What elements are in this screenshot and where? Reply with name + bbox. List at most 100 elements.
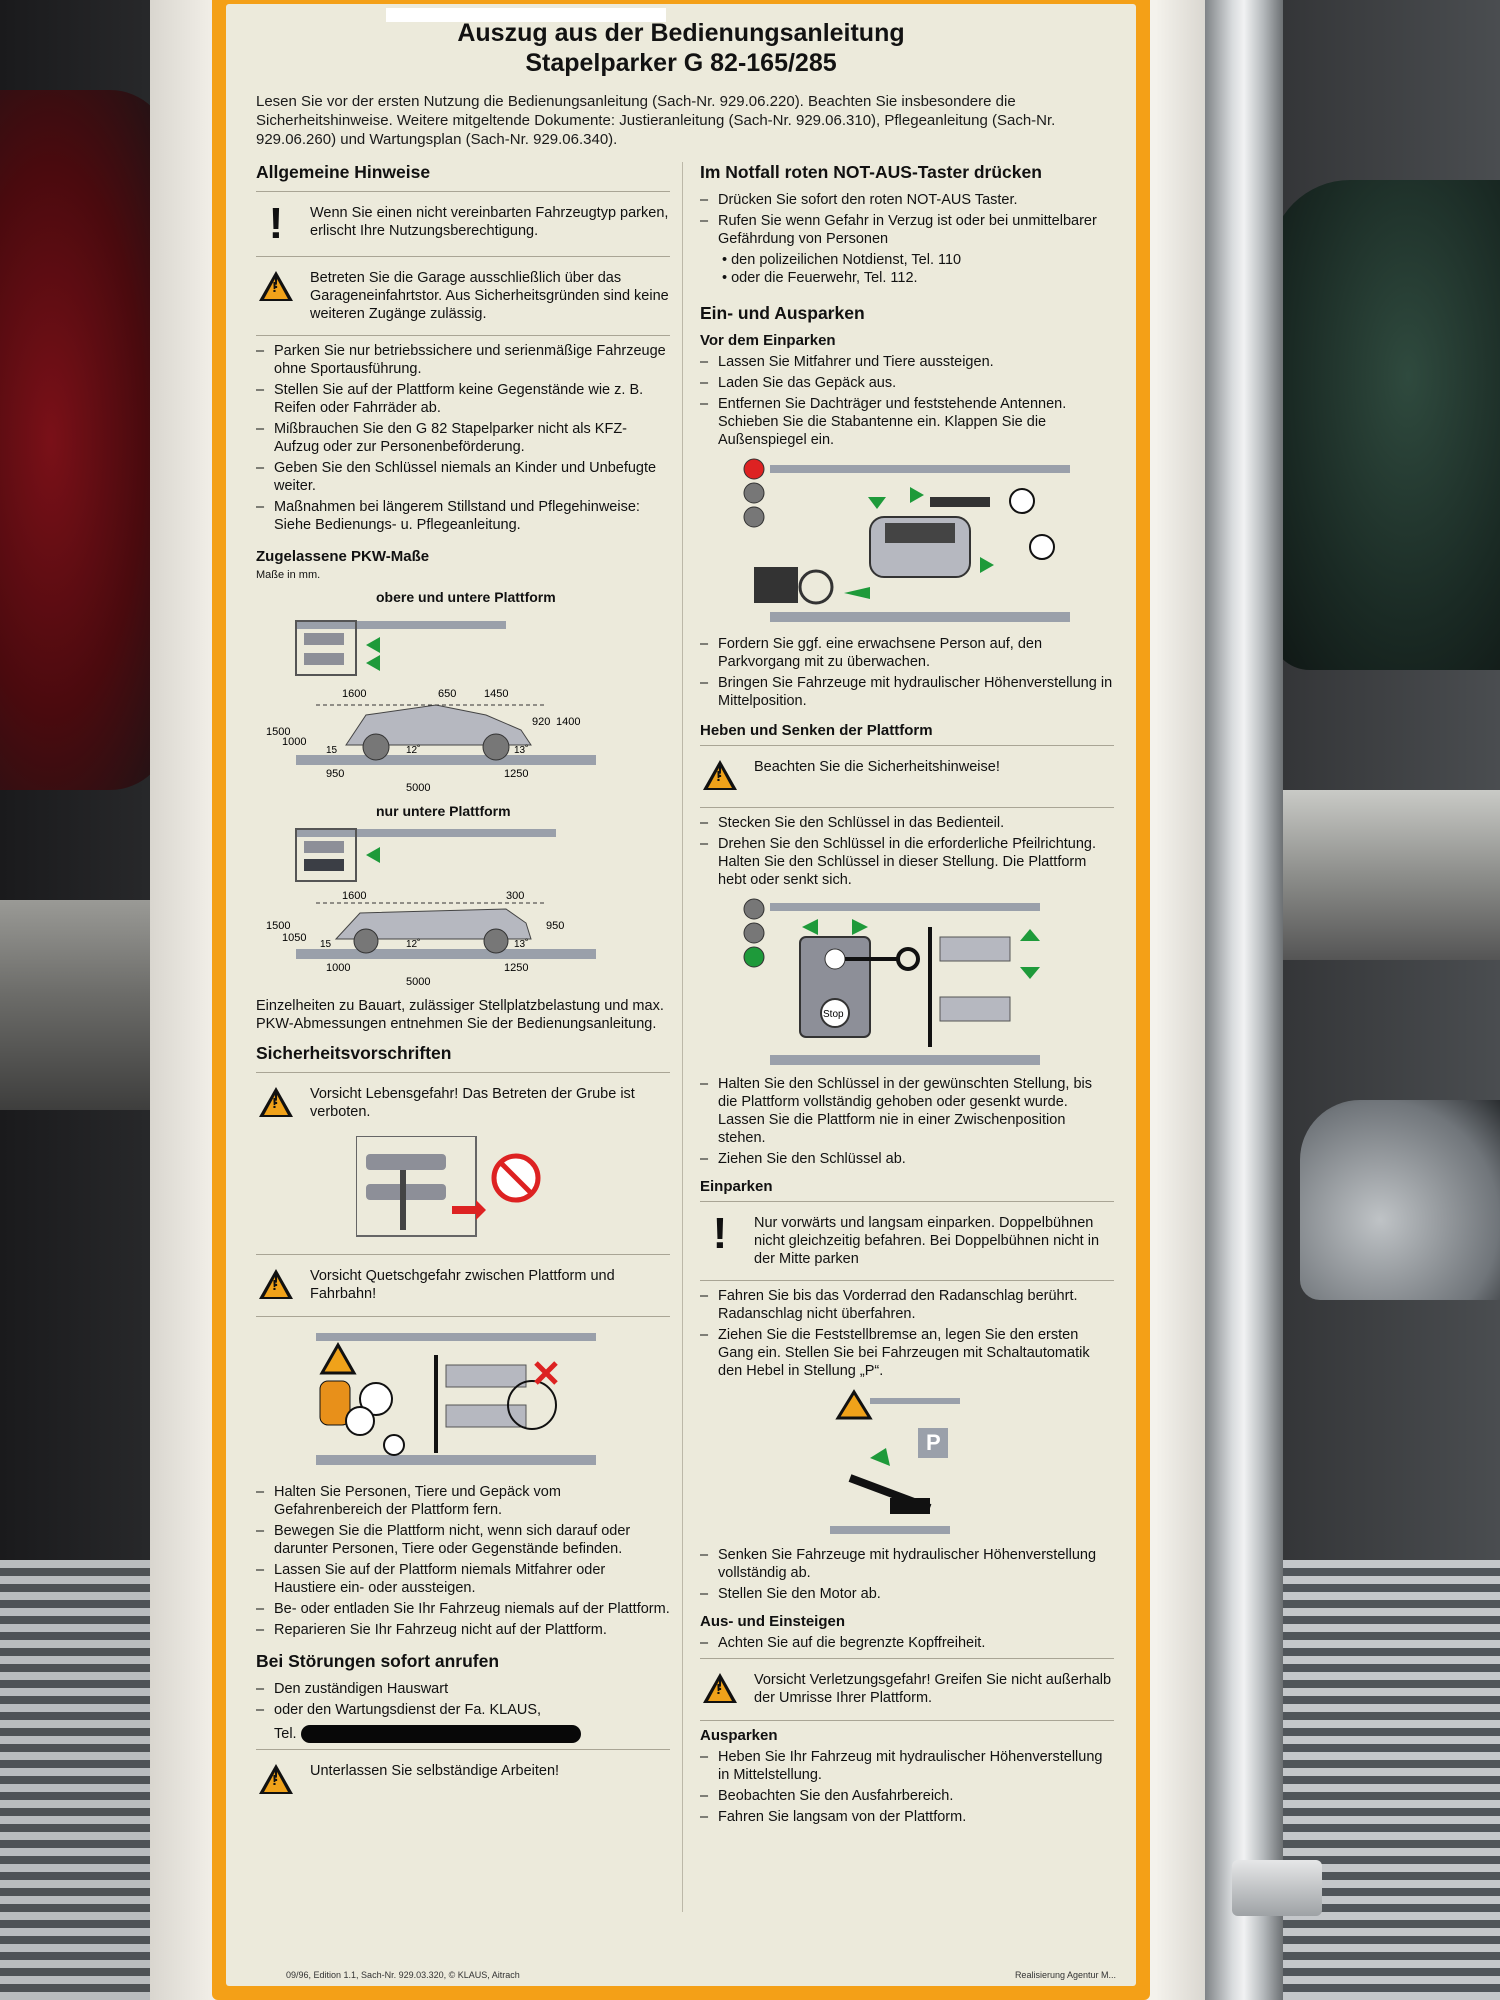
key-switch-illustration: Stop bbox=[740, 897, 1114, 1067]
no-entry-pit-drawing bbox=[356, 1136, 541, 1237]
dim-15: 15 bbox=[320, 939, 332, 950]
list-item: Drehen Sie den Schlüssel in die erforder… bbox=[700, 835, 1114, 889]
list-item: Be- oder entladen Sie Ihr Fahrzeug niema… bbox=[256, 1600, 670, 1618]
title-line-2: Stapelparker G 82-165/285 bbox=[525, 49, 837, 77]
emergency-heading: Im Notfall roten NOT-AUS-Taster drücken bbox=[700, 162, 1042, 182]
background-red-car bbox=[0, 90, 170, 790]
list-item: Achten Sie auf die begrenzte Kopffreihei… bbox=[700, 1634, 1114, 1652]
list-item: Bewegen Sie die Plattform nicht, wenn si… bbox=[256, 1522, 670, 1558]
list-item: Den zuständigen Hauswart bbox=[256, 1680, 670, 1698]
diagram-label-upper-lower: obere und untere Plattform bbox=[376, 589, 556, 605]
dim-1250: 1250 bbox=[504, 768, 528, 780]
rule bbox=[256, 1072, 670, 1073]
park-note: ! Nur vorwärts und langsam einparken. Do… bbox=[700, 1208, 1114, 1274]
dim-1000: 1000 bbox=[326, 962, 350, 974]
exit-note: ! Vorsicht Verletzungsgefahr! Greifen Si… bbox=[700, 1665, 1114, 1714]
rule bbox=[700, 1658, 1114, 1659]
pole-clamp bbox=[1232, 1860, 1322, 1916]
lift-heading: Heben und Senken der Plattform bbox=[700, 722, 933, 739]
list-item: Reparieren Sie Ihr Fahrzeug nicht auf de… bbox=[256, 1621, 670, 1639]
dim-13deg: 13˚ bbox=[514, 744, 528, 756]
general-heading: Allgemeine Hinweise bbox=[256, 162, 431, 182]
diagram-label-lower: nur untere Plattform bbox=[376, 803, 511, 819]
instruction-sign: Auszug aus der Bedienungsanleitung Stape… bbox=[212, 0, 1150, 2000]
safety-note-2: ! Vorsicht Quetschgefahr zwischen Plattf… bbox=[256, 1261, 670, 1310]
dim-1250: 1250 bbox=[504, 962, 528, 974]
warning-triangle-icon: ! bbox=[703, 760, 737, 790]
sign-title: Auszug aus der Bedienungsanleitung Stape… bbox=[226, 18, 1136, 78]
dim-650: 650 bbox=[438, 688, 456, 700]
park-list: Fahren Sie bis das Vorderrad den Radansc… bbox=[700, 1287, 1114, 1380]
rule bbox=[700, 1720, 1114, 1721]
before-parking-illustration bbox=[740, 457, 1114, 627]
after-list: Fordern Sie ggf. eine erwachsene Person … bbox=[700, 635, 1114, 710]
rule bbox=[256, 1316, 670, 1317]
dim-5000: 5000 bbox=[406, 976, 430, 988]
park-p-label: P bbox=[926, 1430, 941, 1455]
list-item: Ziehen Sie den Schlüssel ab. bbox=[700, 1150, 1114, 1168]
dim-1450: 1450 bbox=[484, 688, 508, 700]
sticker-strip bbox=[386, 8, 666, 22]
footer-right: Realisierung Agentur M... bbox=[1014, 1970, 1116, 1980]
rule bbox=[256, 191, 670, 192]
pit-prohibition-illustration bbox=[356, 1136, 670, 1246]
park-heading: Einparken bbox=[700, 1178, 773, 1195]
dim-950: 950 bbox=[326, 768, 344, 780]
list-item: Rufen Sie wenn Gefahr in Verzug ist oder… bbox=[700, 212, 1114, 248]
dim-1400: 1400 bbox=[556, 716, 580, 728]
dim-12deg: 12˚ bbox=[406, 938, 420, 950]
background-white-car bbox=[1300, 1100, 1500, 1300]
list-item: Maßnahmen bei längerem Stillstand und Pf… bbox=[256, 498, 670, 534]
dim-1500: 1500 bbox=[266, 726, 290, 738]
tel-label: Tel. bbox=[274, 1726, 297, 1742]
rule bbox=[256, 256, 670, 257]
car-dimension-drawing-lower: 1600 300 1500 1050 950 15 12˚ 13˚ 1000 1… bbox=[266, 828, 596, 988]
list-item: Stellen Sie den Motor ab. bbox=[700, 1585, 1114, 1603]
columns: Allgemeine Hinweise ! Wenn Sie einen nic… bbox=[256, 162, 1114, 1946]
list-item: Stecken Sie den Schlüssel in das Bedient… bbox=[700, 814, 1114, 832]
list-item: oder den Wartungsdienst der Fa. KLAUS, bbox=[256, 1701, 670, 1719]
safety-note-1: ! Vorsicht Lebensgefahr! Das Betreten de… bbox=[256, 1079, 670, 1128]
list-item: Heben Sie Ihr Fahrzeug mit hydraulischer… bbox=[700, 1748, 1114, 1784]
dimension-diagram-lower: nur untere Plattform 1600 300 bbox=[256, 803, 670, 989]
list-item: Stellen Sie auf der Plattform keine Gege… bbox=[256, 381, 670, 417]
background-green-car bbox=[1270, 180, 1500, 670]
exclamation-icon: ! bbox=[712, 1209, 728, 1258]
faults-note: ! Unterlassen Sie selbständige Arbeiten! bbox=[256, 1756, 670, 1805]
exclamation-icon: ! bbox=[268, 199, 284, 248]
safety-heading: Sicherheitsvorschriften bbox=[256, 1043, 452, 1063]
lift-list-2: Halten Sie den Schlüssel in der gewünsch… bbox=[700, 1075, 1114, 1168]
rule bbox=[256, 1749, 670, 1751]
list-item: Halten Sie Personen, Tiere und Gepäck vo… bbox=[256, 1483, 670, 1519]
general-note-1-text: Wenn Sie einen nicht vereinbarten Fahrze… bbox=[310, 205, 669, 239]
parking-brake-illustration: P bbox=[830, 1388, 1114, 1538]
metal-pole bbox=[1205, 0, 1283, 2000]
column-divider bbox=[682, 162, 683, 1912]
list-item: Laden Sie das Gepäck aus. bbox=[700, 374, 1114, 392]
general-note-2: ! Betreten Sie die Garage ausschließlich… bbox=[256, 263, 670, 329]
list-item: Entfernen Sie Dachträger und feststehend… bbox=[700, 395, 1114, 449]
warning-triangle-icon: ! bbox=[259, 1269, 293, 1299]
lift-note-text: Beachten Sie die Sicherheitshinweise! bbox=[754, 759, 1000, 775]
dim-1600: 1600 bbox=[342, 688, 366, 700]
out-heading: Ausparken bbox=[700, 1727, 778, 1744]
list-item: Drücken Sie sofort den roten NOT-AUS Tas… bbox=[700, 191, 1114, 209]
list-item: Beobachten Sie den Ausfahrbereich. bbox=[700, 1787, 1114, 1805]
lift-note: ! Beachten Sie die Sicherheitshinweise! bbox=[700, 752, 1114, 801]
before-list: Lassen Sie Mitfahrer und Tiere aussteige… bbox=[700, 353, 1114, 449]
inout-heading: Ein- und Ausparken bbox=[700, 303, 865, 323]
warning-triangle-icon: ! bbox=[259, 1087, 293, 1117]
crush-hazard-illustration bbox=[296, 1325, 670, 1475]
list-item: Geben Sie den Schlüssel niemals an Kinde… bbox=[256, 459, 670, 495]
exit-heading: Aus- und Einsteigen bbox=[700, 1613, 846, 1630]
dim-12deg: 12˚ bbox=[406, 744, 420, 756]
right-column: Im Notfall roten NOT-AUS-Taster drücken … bbox=[700, 162, 1114, 1946]
exit-note-text: Vorsicht Verletzungsgefahr! Greifen Sie … bbox=[754, 1672, 1112, 1706]
intro-text: Lesen Sie vor der ersten Nutzung die Bed… bbox=[256, 93, 1056, 148]
rule bbox=[256, 335, 670, 336]
list-item: Ziehen Sie die Feststellbremse an, legen… bbox=[700, 1326, 1114, 1380]
emergency-list: Drücken Sie sofort den roten NOT-AUS Tas… bbox=[700, 191, 1114, 248]
park-note-text: Nur vorwärts und langsam einparken. Dopp… bbox=[754, 1215, 1100, 1267]
stop-button-label: Stop bbox=[823, 1009, 844, 1020]
dim-5000: 5000 bbox=[406, 782, 430, 794]
